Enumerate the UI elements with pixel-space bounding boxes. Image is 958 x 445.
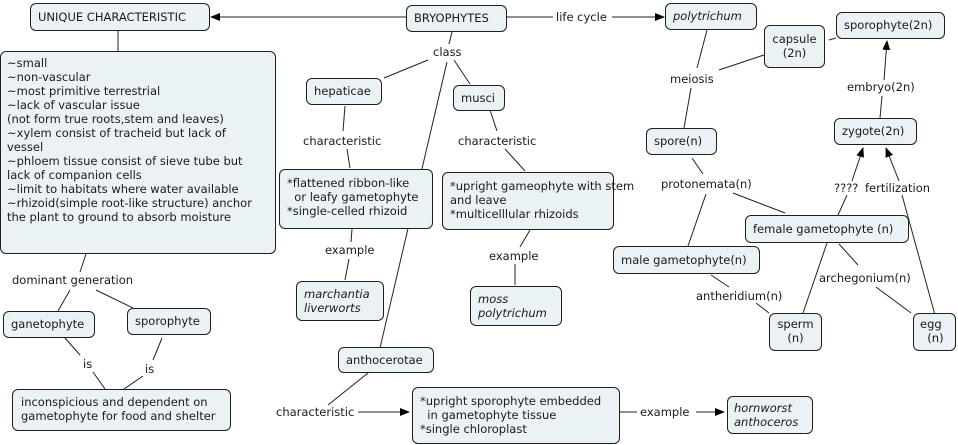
link-fert-zygote <box>885 147 900 182</box>
node-capsule[interactable]: capsule (2n) <box>764 25 825 68</box>
node-male-gametophyte[interactable]: male gametophyte(n) <box>613 246 760 274</box>
link-meiosis-spore <box>683 87 692 129</box>
node-musci-characteristic[interactable]: *upright gameophyte with stem and leave … <box>442 172 634 230</box>
node-hornworst[interactable]: hornworst anthoceros <box>727 396 813 434</box>
link-dominant-sporo <box>95 289 134 309</box>
node-anthocerotae[interactable]: anthocerotae <box>338 347 434 373</box>
link-proto-female <box>732 192 786 214</box>
link-female-arch <box>838 243 859 266</box>
node-sporophyte-2n[interactable]: sporophyte(2n) <box>836 12 945 39</box>
link-capsule-sporo <box>828 37 837 41</box>
label-embryo: embryo(2n) <box>846 80 916 94</box>
label-characteristic-hepaticae: characteristic <box>302 134 383 148</box>
label-characteristic-antho: characteristic <box>275 405 356 419</box>
link-gane-is <box>64 337 81 356</box>
label-unknown: ???? <box>833 181 860 195</box>
link-sporo-is <box>152 337 163 361</box>
link-char-hepchar <box>346 148 351 169</box>
node-marchantia[interactable]: marchantia liverworts <box>296 281 384 321</box>
link-bryo-class <box>448 31 453 45</box>
node-hepaticae-characteristic[interactable]: *flattened ribbon-like or leafy gametoph… <box>279 169 433 229</box>
link-female-sperm <box>802 242 828 314</box>
node-spore[interactable]: spore(n) <box>646 128 717 155</box>
node-musci[interactable]: musci <box>453 85 505 111</box>
label-protonemata: protonemata(n) <box>660 177 753 191</box>
link-arch-egg <box>875 286 912 314</box>
link-meiosis-capsule <box>718 54 765 71</box>
label-dominant-generation: dominant generation <box>11 273 135 287</box>
node-polytrichum[interactable]: polytrichum <box>665 3 757 30</box>
link-hep-char <box>342 105 346 132</box>
node-unique-characteristic[interactable]: UNIQUE CHARACTERISTIC <box>30 3 210 31</box>
node-unique-list[interactable]: ~small ~non-vascular ~most primitive ter… <box>0 51 276 254</box>
node-moss[interactable]: moss polytrichum <box>470 286 562 326</box>
link-class-musci <box>453 59 471 85</box>
link-hepchar-ex <box>350 228 353 243</box>
link-ex-march <box>344 258 350 281</box>
node-female-gametophyte[interactable]: female gametophyte (n) <box>745 215 909 243</box>
label-example-antho: example <box>639 405 691 419</box>
label-class: class <box>432 45 463 59</box>
label-meiosis: meiosis <box>669 72 715 86</box>
node-hepaticae[interactable]: hepaticae <box>306 78 382 105</box>
link-list-dominant <box>79 253 87 273</box>
label-is-1: is <box>82 357 94 371</box>
node-egg[interactable]: egg (n) <box>913 313 956 351</box>
label-fertilization: fertilization <box>864 181 932 195</box>
link-antho-char <box>327 372 369 406</box>
link-class-hep <box>383 59 429 79</box>
link-poly-meiosis <box>696 29 708 69</box>
link-anth-sperm <box>755 302 770 314</box>
link-char-muscichar <box>504 148 526 172</box>
node-sperm[interactable]: sperm (n) <box>769 313 822 351</box>
link-spore-proto <box>691 157 704 175</box>
link-embryo-sporo <box>882 40 891 81</box>
link-zygote-embryo <box>879 95 883 119</box>
link-unknown-zygote <box>851 147 864 182</box>
link-muscichar-ex <box>519 229 531 248</box>
link-proto-male <box>687 193 707 247</box>
node-inconspicious[interactable]: inconspicious and dependent on gametophy… <box>12 389 231 431</box>
node-bryophytes[interactable]: BRYOPHYTES <box>406 5 507 32</box>
link-is-incons2 <box>123 375 144 390</box>
node-anthocerotae-characteristic[interactable]: *upright sporophyte embedded in gametoph… <box>412 387 620 444</box>
label-antheridium: antheridium(n) <box>695 289 784 303</box>
link-is-incons <box>92 371 106 390</box>
label-archegonium: archegonium(n) <box>818 271 912 285</box>
node-zygote[interactable]: zygote(2n) <box>834 118 917 145</box>
node-sporophyte[interactable]: sporophyte <box>127 308 211 335</box>
label-life-cycle: life cycle <box>555 10 608 24</box>
link-male-anth <box>710 274 730 288</box>
link-female-unknown <box>837 194 848 216</box>
label-characteristic-musci: characteristic <box>457 134 538 148</box>
link-egg-fert <box>901 194 936 316</box>
label-example-musci: example <box>488 249 540 263</box>
node-ganetophyte[interactable]: ganetophyte <box>3 311 95 338</box>
label-is-2: is <box>144 362 156 376</box>
link-musci-char <box>489 109 498 132</box>
label-example-hepaticae: example <box>324 243 376 257</box>
link-dominant-gane <box>57 289 71 312</box>
